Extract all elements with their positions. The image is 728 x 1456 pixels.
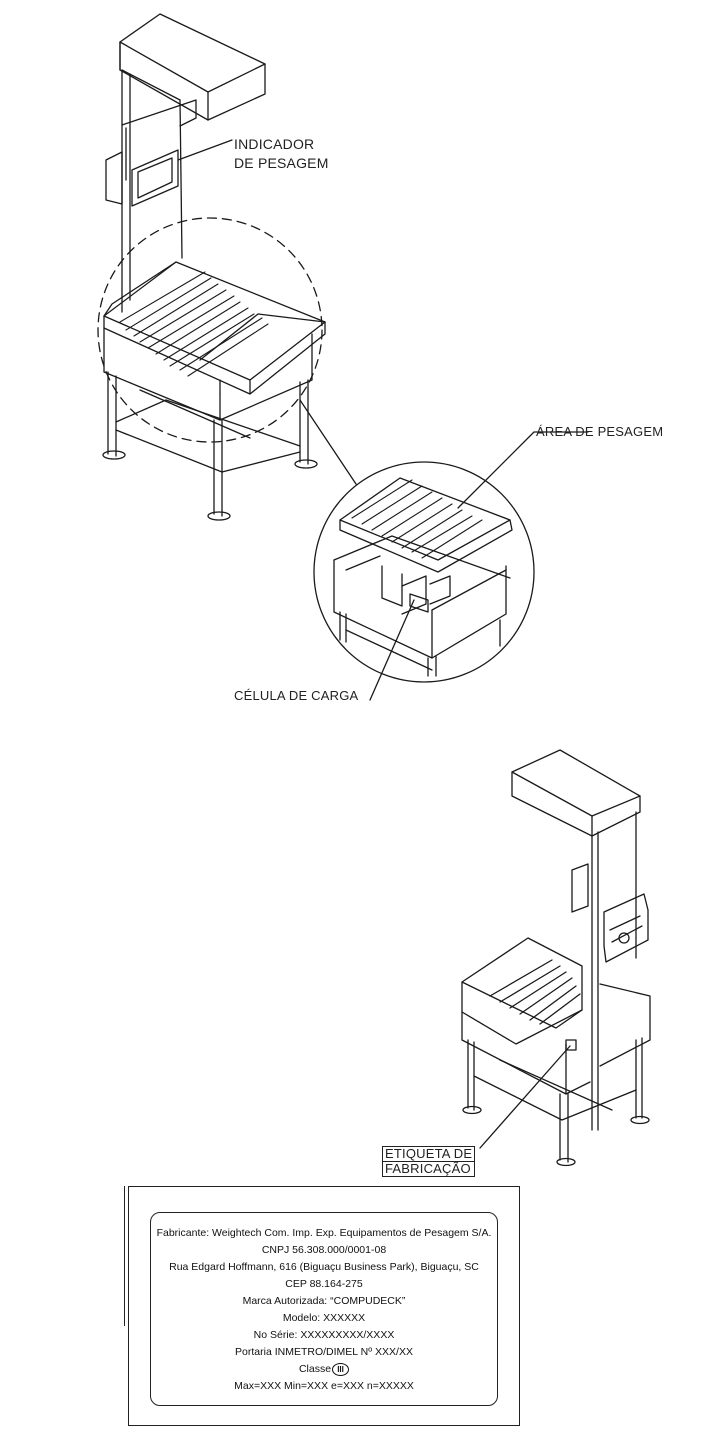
etiqueta-label-line1: ETIQUETA DE xyxy=(382,1146,476,1162)
checkweigher-overview-drawing xyxy=(97,13,357,521)
nameplate-capacidades: Max=XXX Min=XXX e=XXX n=XXXXX xyxy=(234,1380,414,1392)
celula-carga-label: CÉLULA DE CARGA xyxy=(234,688,359,703)
nameplate-portaria: Portaria INMETRO/DIMEL Nº XXX/XX xyxy=(235,1346,413,1358)
weighing-area-detail-drawing xyxy=(313,431,589,701)
nameplate-edge xyxy=(124,1186,132,1326)
nameplate-outer-frame xyxy=(128,1186,520,1426)
etiqueta-label-line2: FABRICAÇÃO xyxy=(382,1162,476,1177)
nameplate-cep: CEP 88.164-275 xyxy=(285,1278,363,1290)
nameplate-fabricante: Fabricante: Weightech Com. Imp. Exp. Equ… xyxy=(156,1227,492,1239)
indicador-label-line2: DE PESAGEM xyxy=(234,155,329,171)
area-pesagem-label: ÁREA DE PESAGEM xyxy=(536,424,664,439)
nameplate-modelo: Modelo: XXXXXX xyxy=(282,1312,366,1324)
etiqueta-label: ETIQUETA DE FABRICAÇÃO xyxy=(382,1146,476,1177)
nameplate-endereco: Rua Edgard Hoffmann, 616 (Biguaçu Busine… xyxy=(169,1261,479,1273)
indicador-label-line1: INDICADOR xyxy=(234,136,315,152)
nameplate-marca: Marca Autorizada: “COMPUDECK” xyxy=(242,1295,406,1307)
nameplate-serie: No Série: XXXXXXXXX/XXXX xyxy=(253,1329,395,1341)
nameplate-classe-label: Classe xyxy=(298,1363,332,1375)
nameplate: Fabricante: Weightech Com. Imp. Exp. Equ… xyxy=(150,1212,498,1406)
nameplate-classe-value: III xyxy=(332,1363,350,1376)
nameplate-cnpj: CNPJ 56.308.000/0001-08 xyxy=(261,1244,387,1256)
checkweigher-rear-view-drawing xyxy=(461,749,651,1167)
